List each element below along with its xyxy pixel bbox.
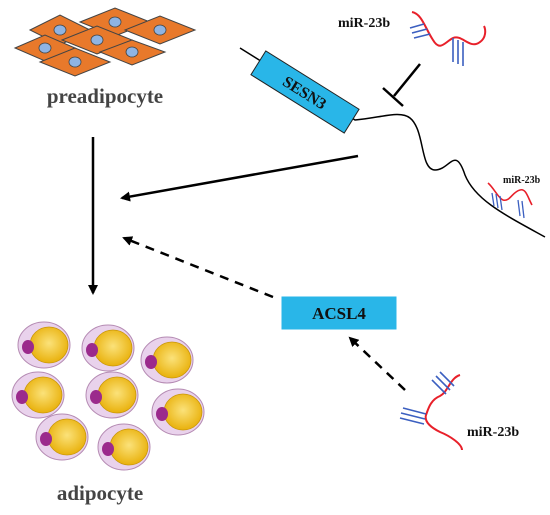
sesn3-regulation-arrow [120,154,359,202]
adipocyte-cell [81,324,135,372]
mir23b-mrna-label: miR-23b [503,175,541,186]
preadipocyte-label: preadipocyte [47,84,163,108]
preadipocyte-cell [38,47,112,77]
adipocyte-label: adipocyte [57,481,143,505]
preadipocyte-cell [123,15,197,45]
adipocyte-cell [151,388,205,436]
adipocyte-cell [35,413,89,461]
mir23b-bound-strand [487,182,533,219]
adipocyte-cell [85,371,139,419]
adipocyte-cell [97,423,151,471]
adipocyte-cell [140,336,194,384]
adipocyte-cell [17,321,71,369]
preadipocyte-cluster [13,7,197,77]
mir23b-top-strand [409,11,487,66]
sesn3-mrna-strand [239,47,546,238]
preadipocyte-cell [98,39,167,66]
mir23b-top-label: miR-23b [338,16,390,31]
sesn3-gene-box: SESN3 [250,50,360,134]
adipocyte-cluster [11,321,205,471]
acsl4-label: ACSL4 [312,304,366,323]
mir23b-bottom-strand [399,371,463,451]
mir23b-bottom-label: miR-23b [467,425,519,440]
acsl4-regulation-arrow [122,236,274,299]
acsl4-gene-box: ACSL4 [281,296,397,330]
inhibition-marker [382,63,421,107]
adipocyte-cell [11,371,65,419]
mir23b-acsl4-arrow [348,336,406,391]
